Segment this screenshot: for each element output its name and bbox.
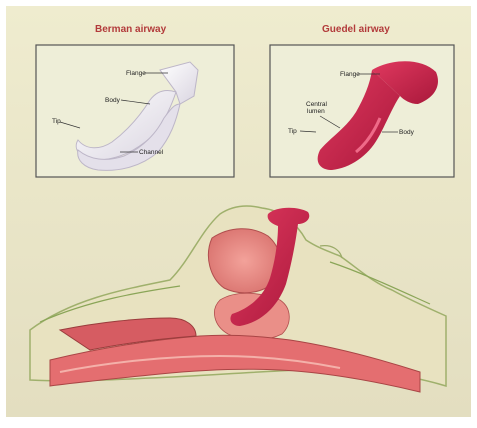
guedel-central-label: Central [306,101,327,108]
berman-airway-title: Berman airway [95,24,166,35]
guedel-lumen-label: lumen [307,108,325,115]
guedel-flange-label: Flange [340,71,360,78]
berman-flange-label: Flange [126,70,146,77]
guedel-airway-title: Guedel airway [322,24,390,35]
guedel-tip-label: Tip [288,128,297,135]
guedel-body-label: Body [399,129,414,136]
berman-body-label: Body [105,97,120,104]
berman-channel-label: Channel [139,149,163,156]
berman-tip-label: Tip [52,118,61,125]
